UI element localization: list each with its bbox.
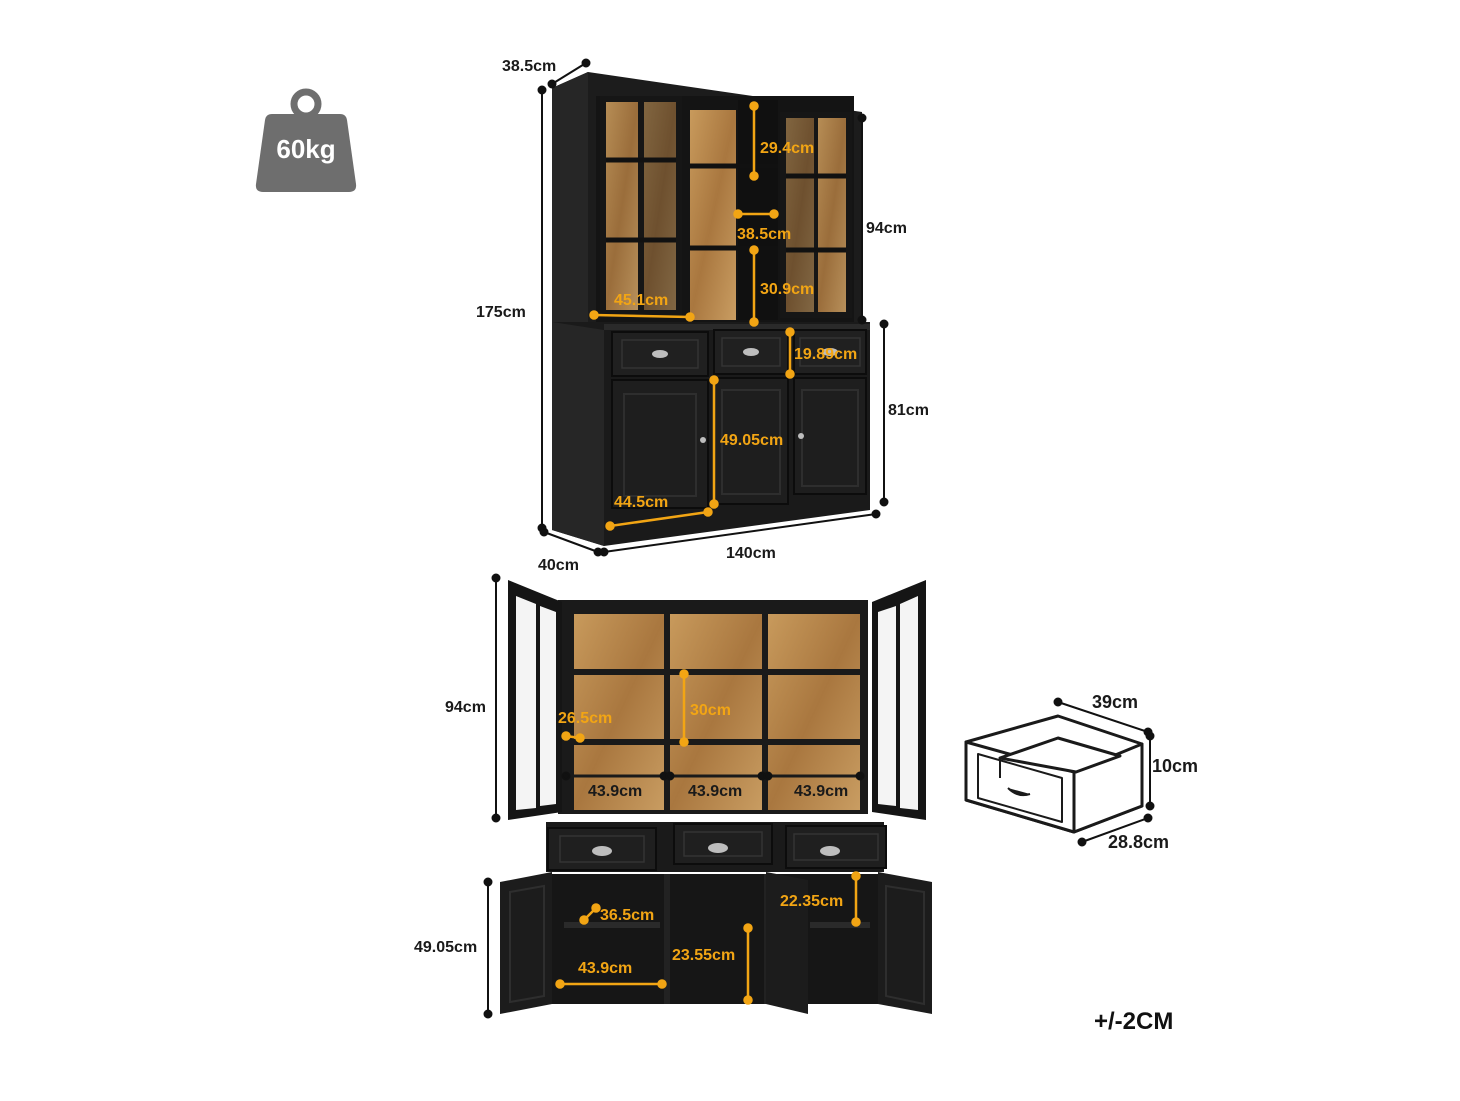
top-depth-label: 38.5cm [502, 58, 557, 75]
drawer-depth-label: 28.8cm [1108, 832, 1170, 852]
weight-label: 60kg [276, 134, 336, 164]
drawer-illustration [964, 714, 1144, 834]
upper-height-label: 94cm [866, 220, 907, 237]
front-view-cabinet [552, 72, 870, 546]
shelf-height-mid-label: 30.9cm [760, 281, 815, 298]
upper-side-width-label: 45.1cm [614, 292, 669, 309]
drawer-height-label-side: 10cm [1152, 756, 1199, 776]
open-lower-height-label: 49.05cm [414, 939, 478, 956]
open-lower-width-label: 43.9cm [578, 960, 633, 977]
total-width-label: 140cm [726, 545, 776, 562]
compartment-width-label-2: 43.9cm [688, 783, 743, 800]
open-view-cabinet [500, 580, 932, 1014]
open-shelf-depth-label: 26.5cm [558, 710, 613, 727]
weight-icon [255, 88, 357, 192]
open-shelf-height-label: 30cm [690, 702, 731, 719]
bottom-depth-label: 40cm [538, 557, 579, 574]
lower-height-label: 81cm [888, 402, 929, 419]
door-height-label: 49.05cm [720, 432, 784, 449]
open-right-shelf-height-label: 22.35cm [780, 893, 844, 910]
drawer-width-label: 39cm [1092, 692, 1139, 712]
front-dimension-lines [537, 58, 889, 557]
open-lower-depth-label: 36.5cm [600, 907, 655, 924]
drawer-dimension-lines [1053, 697, 1155, 847]
open-dimension-lines [483, 573, 865, 1019]
open-inner-dimension-lines [555, 669, 861, 1005]
shelf-height-top-label: 29.4cm [760, 140, 815, 157]
compartment-width-label-1: 43.9cm [588, 783, 643, 800]
lower-door-width-label: 44.5cm [614, 494, 669, 511]
open-lower-shelf-height-label: 23.55cm [672, 947, 736, 964]
drawer-height-label: 19.89cm [794, 346, 858, 363]
compartment-width-label-3: 43.9cm [794, 783, 849, 800]
center-width-label: 38.5cm [737, 226, 792, 243]
open-upper-height-label: 94cm [445, 699, 486, 716]
front-inner-dimension-lines [589, 101, 795, 531]
total-height-label: 175cm [476, 304, 526, 321]
tolerance-note: +/-2CM [1094, 1008, 1174, 1035]
